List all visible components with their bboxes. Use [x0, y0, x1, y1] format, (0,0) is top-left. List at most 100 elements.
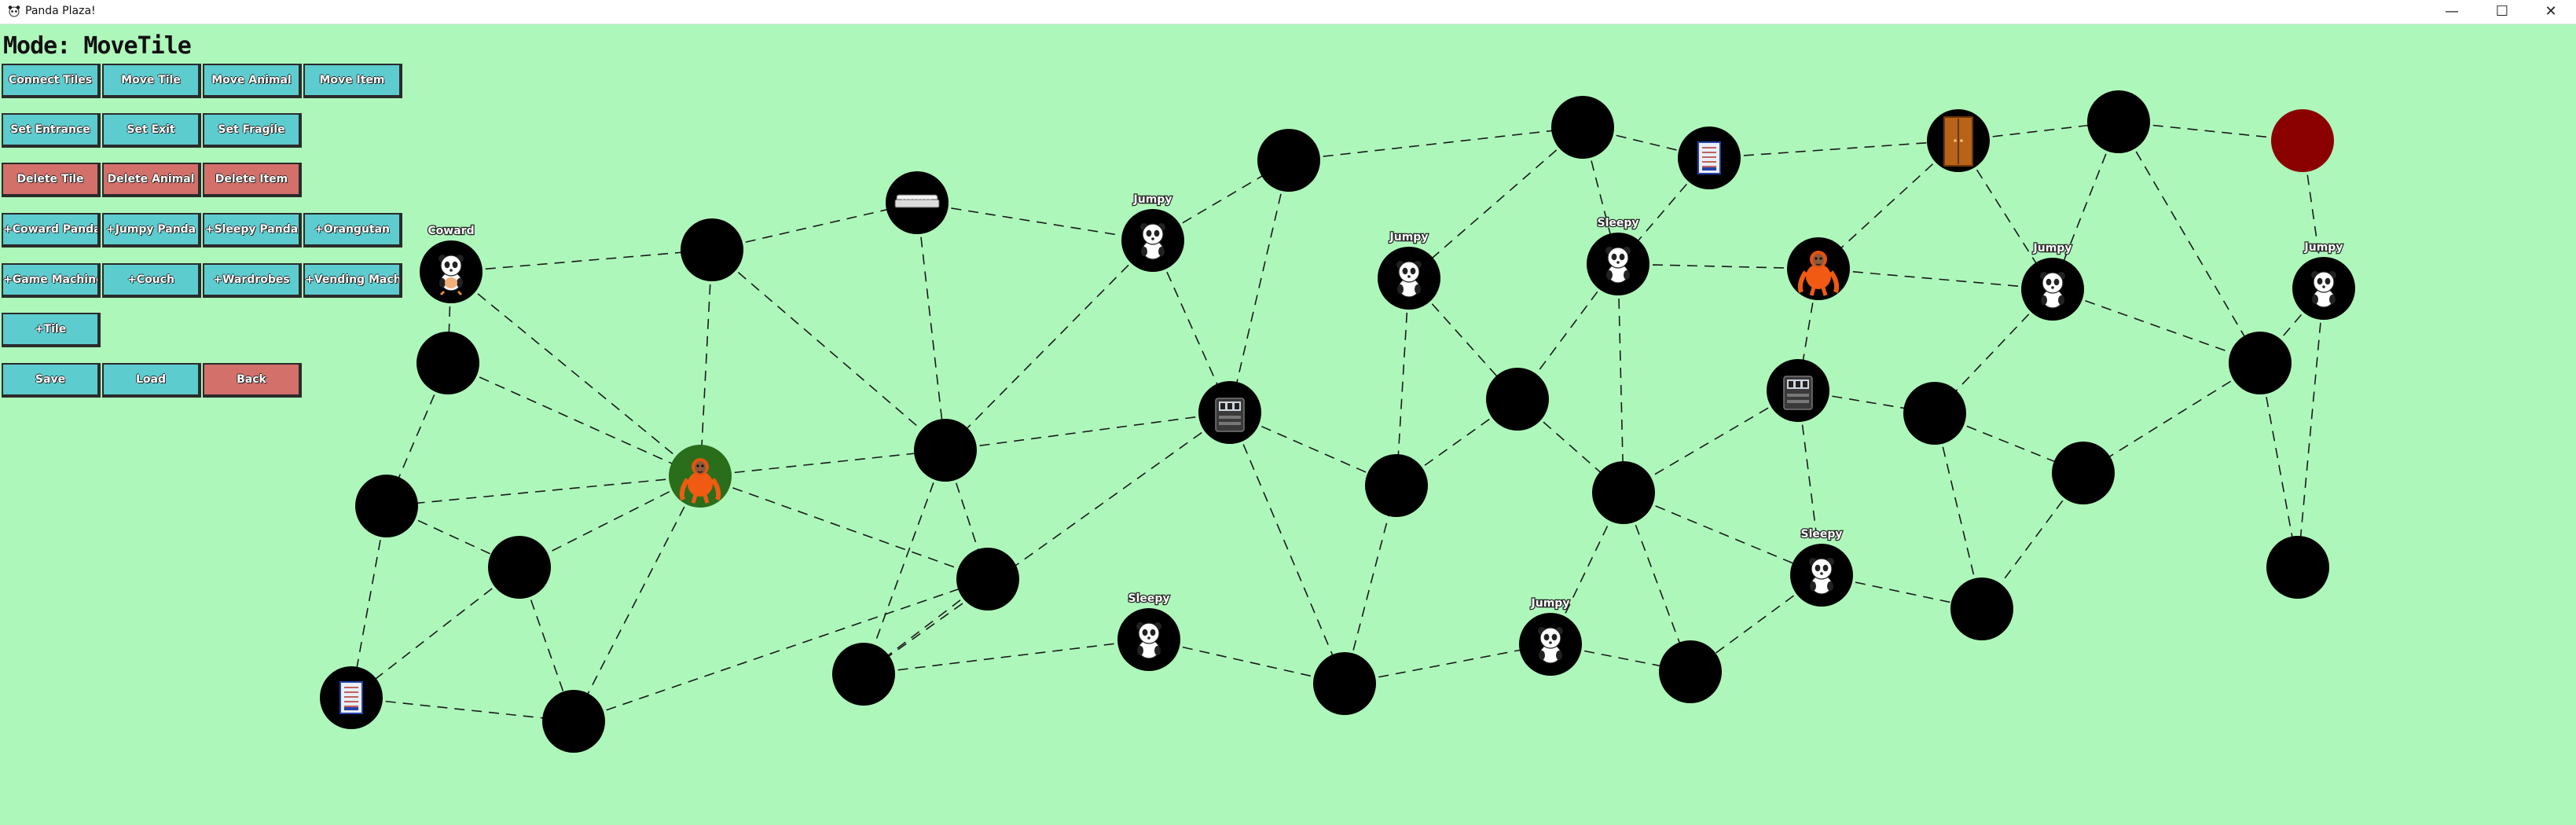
connection-line [1396, 277, 1410, 486]
tile[interactable] [886, 171, 949, 234]
maximize-icon[interactable]: ☐ [2495, 3, 2509, 20]
panda-app-icon [8, 6, 20, 17]
connection-line [1229, 412, 1345, 684]
set-exit-button[interactable]: Set Exit [102, 113, 201, 148]
tile[interactable] [1551, 96, 1614, 159]
tile[interactable]: Jumpy [1121, 192, 1184, 272]
connection-line [1623, 492, 1822, 576]
tile[interactable] [1365, 454, 1428, 517]
game-icon[interactable] [1215, 398, 1245, 432]
game-icon[interactable] [1783, 376, 1813, 410]
connection-line [1288, 126, 1583, 161]
connection-line [711, 202, 918, 251]
sleepy-panda-icon[interactable] [1136, 622, 1161, 659]
add-sleepy-panda-button[interactable]: +Sleepy Panda [203, 213, 302, 248]
jumpy-panda-icon[interactable] [2040, 272, 2065, 309]
set-entrance-button[interactable]: Set Entrance [2, 113, 101, 148]
tile[interactable]: Sleepy [1117, 592, 1180, 671]
connection-line [350, 505, 387, 698]
tile[interactable]: Jumpy [1519, 596, 1582, 676]
connection-line [711, 249, 946, 451]
tile[interactable]: Sleepy [1790, 527, 1853, 607]
connection-line [1229, 160, 1290, 413]
coward-label: Coward [427, 225, 474, 237]
tile[interactable] [1486, 368, 1549, 431]
move-tile-button[interactable]: Move Tile [102, 64, 201, 98]
add-jumpy-panda-button[interactable]: +Jumpy Panda [102, 213, 201, 248]
tile[interactable]: Coward [420, 224, 483, 303]
tile[interactable] [488, 536, 551, 599]
connection-line [1818, 140, 1959, 270]
tile[interactable] [1767, 359, 1829, 422]
tile[interactable] [914, 419, 977, 482]
connect-tiles-button[interactable]: Connect Tiles [2, 64, 101, 98]
tile[interactable] [1592, 461, 1655, 524]
add-wardrobes-button[interactable]: +Wardrobes [203, 263, 302, 298]
jumpy-panda-icon[interactable] [1396, 261, 1422, 298]
tile[interactable] [320, 666, 383, 729]
tile[interactable] [2052, 442, 2115, 504]
tile[interactable] [832, 643, 895, 706]
connection-line [916, 202, 1154, 241]
tile[interactable]: Jumpy [2021, 241, 2084, 321]
load-button[interactable]: Load [102, 363, 201, 398]
add-couch-button[interactable]: +Couch [102, 263, 201, 298]
move-animal-button[interactable]: Move Animal [203, 64, 302, 98]
tile[interactable]: Jumpy [1378, 230, 1440, 310]
jumpy-panda-icon[interactable] [1538, 627, 1563, 664]
exit-tile[interactable] [2271, 109, 2334, 172]
tile[interactable]: Sleepy [1587, 216, 1649, 295]
sleepy-label: Sleepy [1800, 528, 1842, 541]
tile[interactable]: Jumpy [2292, 240, 2355, 320]
tile[interactable] [681, 218, 743, 281]
tile[interactable] [355, 475, 418, 537]
tile[interactable] [956, 548, 1019, 610]
add-orangutan-button[interactable]: +Orangutan [303, 213, 402, 248]
add-game-machine-button[interactable]: +Game Machine [2, 263, 101, 298]
jumpy-label: Jumpy [1133, 193, 1172, 206]
connection-line [699, 449, 946, 477]
orangutan-icon[interactable] [679, 458, 721, 504]
delete-tile-button[interactable]: Delete Tile [2, 163, 101, 197]
tile[interactable] [2266, 536, 2329, 599]
jumpy-panda-icon[interactable] [1140, 223, 1165, 260]
vending-icon[interactable] [339, 681, 363, 714]
delete-animal-button[interactable]: Delete Animal [102, 163, 201, 197]
save-button[interactable]: Save [2, 363, 101, 398]
tile[interactable] [1787, 237, 1850, 300]
tile[interactable] [1903, 382, 1966, 445]
set-fragile-button[interactable]: Set Fragile [203, 113, 302, 148]
orangutan-icon[interactable] [1797, 251, 1840, 296]
delete-item-button[interactable]: Delete Item [203, 163, 302, 197]
sleepy-panda-icon[interactable] [1809, 558, 1834, 595]
connection-line [2118, 121, 2261, 364]
tile[interactable] [1927, 109, 1990, 172]
entrance-tile[interactable] [669, 445, 732, 508]
tile[interactable] [1659, 640, 1722, 703]
tile[interactable] [2229, 332, 2292, 394]
tile[interactable] [2087, 90, 2150, 153]
tile[interactable] [1950, 578, 2013, 640]
jumpy-label: Jumpy [1389, 231, 1429, 244]
sleepy-panda-icon[interactable] [1605, 247, 1631, 284]
couch-icon[interactable] [894, 194, 940, 208]
add-vending-machine-button[interactable]: +Vending Machine [303, 263, 402, 298]
move-item-button[interactable]: Move Item [303, 64, 402, 98]
tile[interactable] [416, 332, 479, 394]
vending-icon[interactable] [1697, 141, 1721, 174]
add-coward-panda-button[interactable]: +Coward Panda [2, 213, 101, 248]
coward-panda-icon[interactable] [439, 255, 464, 296]
tile[interactable] [542, 690, 605, 753]
tile[interactable] [1257, 129, 1320, 192]
minimize-icon[interactable]: — [2445, 3, 2459, 20]
add-tile-button[interactable]: +Tile [2, 313, 101, 347]
tile[interactable] [1313, 652, 1376, 715]
jumpy-panda-icon[interactable] [2311, 271, 2336, 308]
close-icon[interactable]: ✕ [2545, 3, 2557, 20]
back-button[interactable]: Back [203, 363, 302, 398]
wardrobe-icon[interactable] [1943, 116, 1973, 167]
tile[interactable] [1198, 381, 1261, 444]
tile[interactable] [1678, 126, 1741, 189]
